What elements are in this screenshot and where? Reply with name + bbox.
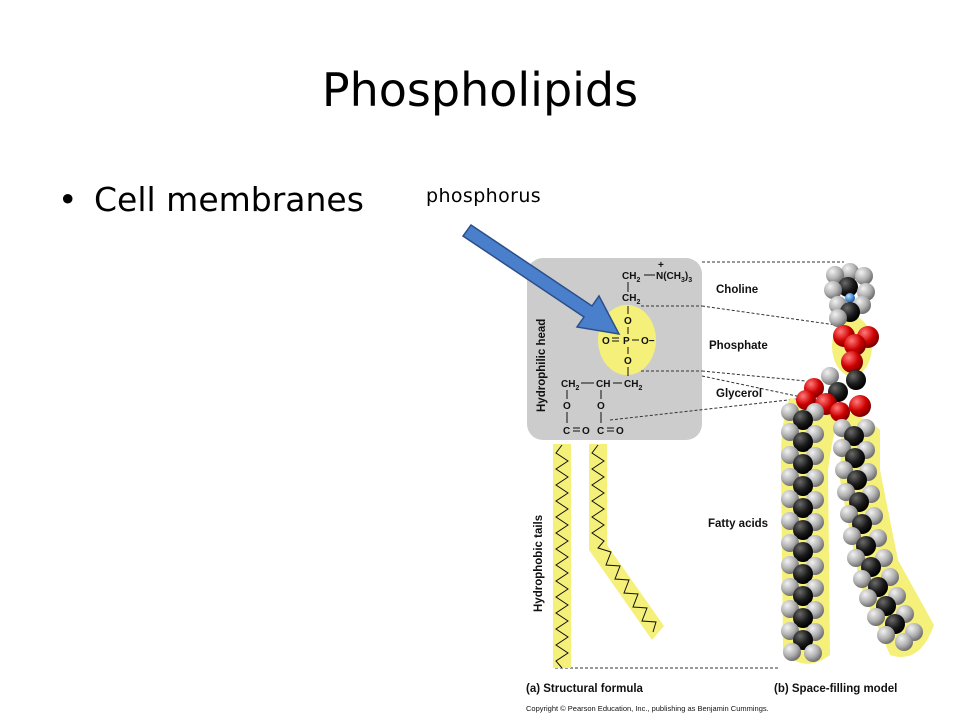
svg-text:C: C	[597, 426, 604, 437]
hydrophobic-tails-label: Hydrophobic tails	[533, 515, 545, 612]
structural-formula: CH2 N(CH3)3 + CH2 O O P O− O CH2 CH CH2 …	[561, 260, 692, 437]
svg-text:CH: CH	[596, 379, 610, 390]
choline-label: Choline	[716, 284, 758, 296]
svg-text:N(CH3)3: N(CH3)3	[656, 271, 692, 284]
phosphorus-arrow	[461, 223, 621, 335]
svg-text:+: +	[658, 260, 664, 271]
caption-structural-formula: (a) Structural formula	[526, 683, 644, 695]
svg-text:C: C	[563, 426, 570, 437]
caption-space-filling-model: (b) Space-filling model	[774, 683, 897, 695]
fatty-acids-label: Fatty acids	[708, 518, 768, 530]
bullet-item: • Cell membranes	[58, 178, 364, 222]
svg-text:O: O	[602, 336, 610, 347]
glycerol-label: Glycerol	[716, 388, 762, 400]
svg-text:O: O	[563, 401, 571, 412]
svg-text:CH2: CH2	[622, 271, 640, 284]
fatty-acid-tails-structural	[553, 444, 664, 669]
phosphate-label: Phosphate	[709, 340, 768, 352]
svg-text:CH2: CH2	[624, 379, 642, 392]
fatty-acid-left-atoms	[781, 403, 824, 662]
svg-text:O: O	[616, 426, 624, 437]
phosphate-atoms	[833, 325, 879, 373]
svg-text:O−: O−	[641, 336, 655, 347]
svg-text:O: O	[597, 401, 605, 412]
copyright-notice: Copyright © Pearson Education, Inc., pub…	[526, 704, 769, 713]
choline-atoms	[824, 263, 875, 327]
bullet-text: Cell membranes	[94, 180, 364, 219]
svg-text:P: P	[623, 336, 630, 347]
svg-text:O: O	[624, 356, 632, 367]
svg-text:O: O	[624, 316, 632, 327]
dashed-guide-lines	[555, 261, 844, 669]
slide-title: Phospholipids	[321, 63, 639, 117]
svg-text:O: O	[582, 426, 590, 437]
hydrophilic-head-label: Hydrophilic head	[536, 319, 548, 412]
space-filling-model	[780, 263, 934, 664]
bullet-marker: •	[58, 180, 78, 219]
svg-text:CH2: CH2	[561, 379, 579, 392]
fatty-acid-right-atoms	[833, 419, 923, 651]
phosphorus-callout-label: phosphorus	[426, 185, 542, 207]
svg-text:CH2: CH2	[622, 293, 640, 306]
